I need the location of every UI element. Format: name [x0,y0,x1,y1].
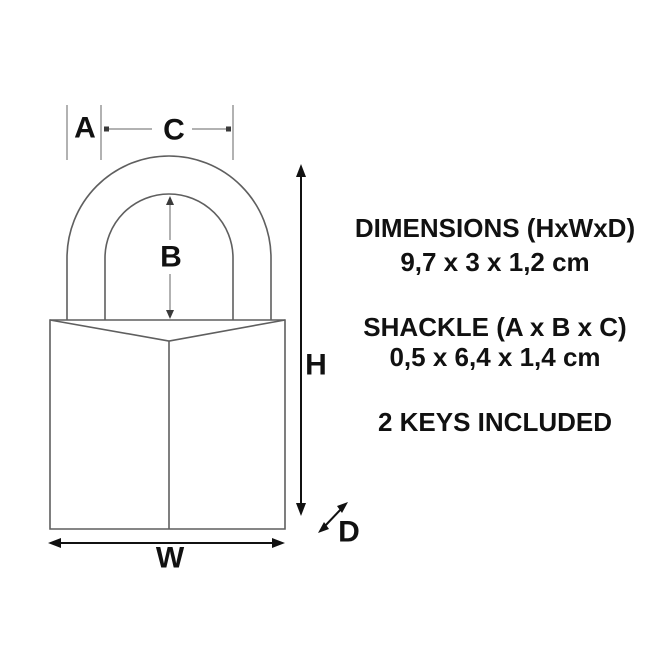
dim-label-d: D [338,516,360,549]
spec-shackle-title: SHACKLE (A x B x C) [363,312,627,342]
depth-arrow-head-lower-left [318,522,329,533]
width-arrow [48,538,285,548]
spec-shackle-value: 0,5 x 6,4 x 1,4 cm [389,342,601,372]
shackle-dim-guides [66,105,234,160]
dim-label-b: B [160,241,182,274]
height-arrow [296,164,306,516]
width-arrow-head-left [48,538,61,548]
dim-label-h: H [305,349,327,382]
shackle-outer-outline [66,155,272,323]
spec-keys-note: 2 KEYS INCLUDED [377,407,613,437]
dim-line-b-bottom-arrowhead [166,310,174,319]
dim-line-b-top-arrowhead [166,196,174,205]
dim-label-c: C [163,114,185,147]
dim-line-c-right-endcap [226,126,231,132]
spec-text-block: DIMENSIONS (HxWxD) 9,7 x 3 x 1,2 cm SHAC… [335,0,650,650]
dim-line-c-left-endcap [104,126,109,132]
spec-dimensions-title: DIMENSIONS (HxWxD) [354,213,636,243]
depth-arrow-head-upper-right [337,502,348,513]
depth-arrow-shaft [323,507,343,528]
spec-dimensions-value: 9,7 x 3 x 1,2 cm [400,247,590,277]
dim-label-a: A [74,112,96,145]
padlock-shackle [66,155,272,323]
padlock-body [49,319,286,530]
depth-arrow [318,502,348,533]
shackle-inner-outline [104,193,234,323]
dim-label-w: W [156,542,185,575]
body-rect-outline [49,319,286,530]
width-arrow-head-right [272,538,285,548]
height-arrow-head-up [296,164,306,177]
height-arrow-head-down [296,503,306,516]
